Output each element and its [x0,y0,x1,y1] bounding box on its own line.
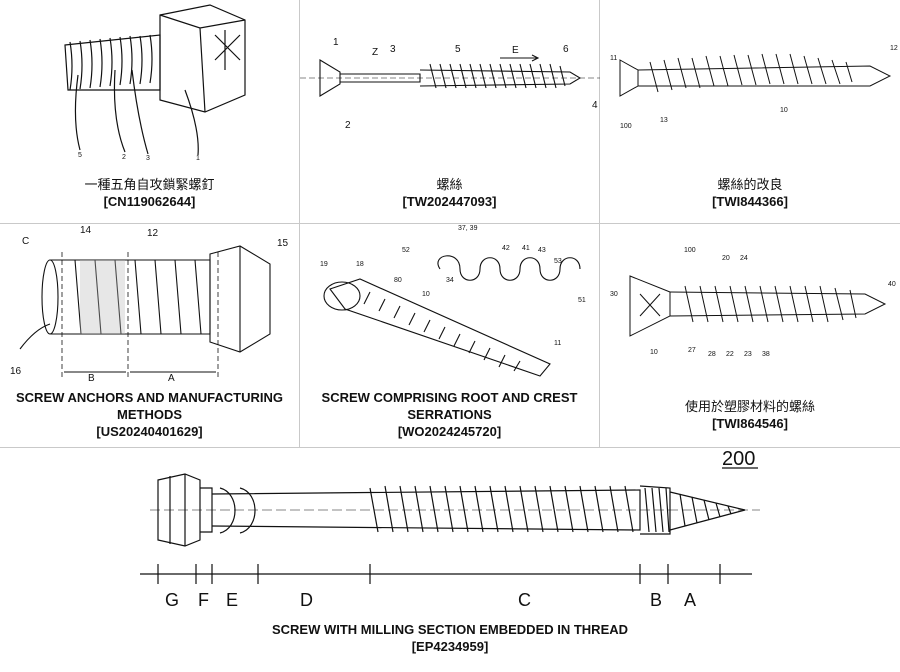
patent-title: 一種五角自攻鎖緊螺釘 [84,177,215,192]
reference-numeral: Z [372,47,378,58]
reference-numeral: 23 [744,351,752,358]
patent-number: [EP4234959] [411,639,489,654]
patent-title: SCREW ANCHORS AND MANUFACTURING METHODS [16,390,283,422]
patent-card-wo2024245720: 52 37, 39 42 41 43 53 19 18 80 10 34 51 … [300,224,600,448]
patent-number: [US20240401629] [96,424,203,439]
reference-numeral: 6 [563,44,569,55]
callout-labels: 30 100 20 24 40 10 27 28 22 23 38 [610,247,896,358]
reference-numeral: 38 [762,351,770,358]
segment-label: A [684,590,696,610]
reference-numeral: 15 [277,238,289,249]
patent-card-ep4234959: 200 G F E D C B A SCREW WITH MILLING SEC… [0,448,900,672]
reference-numeral: 10 [780,107,788,114]
callout-labels: 1 2 3 5 6 4 Z E [333,37,598,131]
reference-numeral: 28 [708,351,716,358]
reference-numeral: 51 [578,297,586,304]
callout-labels: 5 2 3 1 [78,152,200,160]
patent-title: SCREW WITH MILLING SECTION EMBEDDED IN T… [271,622,629,637]
reference-numeral: 3 [146,155,150,160]
reference-numeral: 27 [688,347,696,354]
reference-numeral: 11 [554,340,561,347]
reference-numeral: 80 [394,277,402,284]
segment-label: C [518,590,531,610]
reference-numeral: 53 [554,258,562,265]
reference-numeral: 42 [502,245,510,252]
reference-numeral: 16 [10,366,22,377]
reference-numeral: 12 [147,228,159,239]
reference-numeral: 5 [455,44,461,55]
patent-title: 螺絲的改良 [717,177,783,192]
reference-numeral: 13 [660,117,668,124]
segment-label: G [165,590,179,610]
drawing-thread-improvement [600,0,900,160]
segment-label: F [198,590,209,610]
reference-numeral: 19 [320,261,328,268]
patent-number: [WO2024245720] [397,424,502,439]
reference-numeral: C [22,236,29,247]
callout-labels: 11 100 13 10 12 [610,45,898,130]
figure-number: 200 [722,448,755,470]
reference-numeral: 4 [592,100,598,111]
caption: SCREW COMPRISING ROOT AND CREST SERRATIO… [300,389,599,440]
callout-labels: 52 37, 39 42 41 43 53 19 18 80 10 34 51 … [320,225,586,347]
caption: SCREW ANCHORS AND MANUFACTURING METHODS … [0,389,299,440]
reference-numeral: 41 [522,245,530,252]
patent-card-twi844366: 11 100 13 10 12 螺絲的改良 [TWI844366] [600,0,900,224]
caption: 螺絲 [TW202447093] [300,176,599,210]
reference-numeral: 3 [390,44,396,55]
patent-title: 使用於塑膠材料的螺絲 [684,399,815,414]
patent-card-twi864546: 30 100 20 24 40 10 27 28 22 23 38 使用於塑膠材… [600,224,900,448]
patent-number: [TWI844366] [712,194,788,209]
reference-numeral: 30 [610,291,618,298]
reference-numeral: B [88,373,95,384]
patent-card-us20240401629: C 14 12 15 16 B A SCREW ANCHORS AND MANU… [0,224,300,448]
reference-numeral: 14 [80,225,92,236]
caption: SCREW WITH MILLING SECTION EMBEDDED IN T… [0,621,900,655]
reference-numeral: 37, 39 [458,225,478,232]
callout-labels: 200 G F E D C B A [165,448,755,610]
reference-numeral: 52 [402,247,410,254]
drawing-plastic-screw [600,224,900,388]
patent-number: [CN119062644] [103,194,196,209]
segment-label: E [226,590,238,610]
drawing-screw-anchor [0,224,299,388]
drawing-countersunk-screw [300,0,600,160]
reference-numeral: 1 [196,155,200,160]
drawing-milling-screw [0,448,900,618]
reference-numeral: A [168,373,175,384]
segment-label: B [650,590,662,610]
reference-numeral: 100 [620,123,632,130]
reference-numeral: 34 [446,277,454,284]
caption: 螺絲的改良 [TWI844366] [600,176,900,210]
patent-title: SCREW COMPRISING ROOT AND CREST SERRATIO… [321,390,578,422]
reference-numeral: 12 [890,45,898,52]
reference-numeral: 100 [684,247,696,254]
reference-numeral: E [512,45,519,56]
reference-numeral: 20 [722,255,730,262]
reference-numeral: 5 [78,152,82,159]
patent-title: 螺絲 [436,177,463,192]
reference-numeral: 18 [356,261,364,268]
reference-numeral: 43 [538,247,546,254]
reference-numeral: 2 [122,154,126,160]
segment-label: D [300,590,313,610]
caption: 一種五角自攻鎖緊螺釘 [CN119062644] [0,176,299,210]
reference-numeral: 24 [740,255,748,262]
reference-numeral: 11 [610,55,617,62]
patent-number: [TWI864546] [712,416,788,431]
reference-numeral: 2 [345,120,351,131]
reference-numeral: 10 [650,349,658,356]
patent-card-tw202447093: 1 2 3 5 6 4 Z E 螺絲 [TW202447093] [300,0,600,224]
caption: 使用於塑膠材料的螺絲 [TWI864546] [600,398,900,432]
callout-labels: C 14 12 15 16 B A [10,225,289,384]
reference-numeral: 1 [333,37,339,48]
patent-number: [TW202447093] [402,194,497,209]
reference-numeral: 22 [726,351,734,358]
patent-card-cn119062644: 5 2 3 1 一種五角自攻鎖緊螺釘 [CN119062644] [0,0,300,224]
drawing-hex-head-screw [0,0,299,160]
reference-numeral: 40 [888,281,896,288]
drawing-serrated-screw [300,224,599,388]
reference-numeral: 10 [422,291,430,298]
